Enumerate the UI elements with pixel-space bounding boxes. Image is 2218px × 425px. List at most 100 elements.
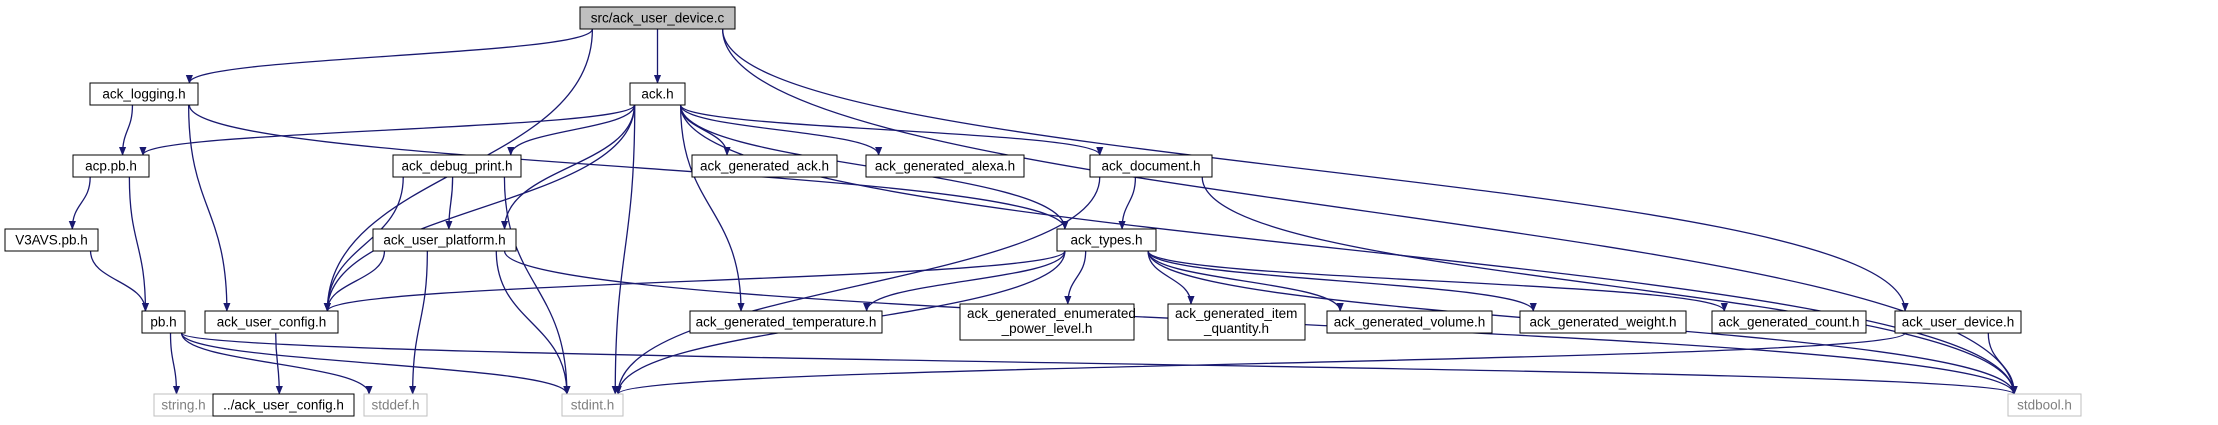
node-label-ack-types-h: ack_types.h [1070,233,1142,248]
node-ack-generated-temperature-h[interactable]: ack_generated_temperature.h [689,310,883,334]
edge-pb-h-to-string-h [169,332,181,395]
node-label-ack-h: ack.h [641,87,673,102]
edge-src-ack-user-device-c-to-ack-user-device-h [721,28,1909,312]
node-ack-h[interactable]: ack.h [629,82,686,106]
node-parent-ack-user-config-h[interactable]: ../ack_user_config.h [212,393,355,417]
node-label-ack-generated-count-h: ack_generated_count.h [1718,315,1859,330]
node-box-ack-logging-h [89,82,199,106]
node-box-ack-generated-count-h [1711,310,1867,334]
edge-ack-h-to-acp-pb-h [139,104,636,156]
node-label-pb-h: pb.h [150,315,176,330]
node-label-stdint-h: stdint.h [571,398,615,413]
edge-ack-h-to-ack-debug-print-h [507,104,636,156]
node-v3avs-pb-h[interactable]: V3AVS.pb.h [4,228,99,252]
edge-ack-debug-print-h-to-ack-user-config-h [323,176,404,312]
node-ack-types-h[interactable]: ack_types.h [1056,228,1157,252]
node-box-pb-h [141,310,186,334]
node-ack-user-config-h[interactable]: ack_user_config.h [204,310,339,334]
node-label-ack-generated-item-quantity-h: ack_generated_item_quantity.h [1175,306,1297,336]
node-label-string-h: string.h [161,398,205,413]
node-box-ack-generated-temperature-h [689,310,883,334]
node-label-ack-generated-temperature-h: ack_generated_temperature.h [696,315,877,330]
edge-ack-types-h-to-ack-generated-enumerated-power-level-h [1064,250,1087,305]
node-label-ack-generated-alexa-h: ack_generated_alexa.h [875,159,1015,174]
edge-ack-h-to-ack-user-config-h [323,104,636,312]
file-nodes: src/ack_user_device.c ack_logging.h ack.h a… [4,6,2082,417]
edge-acp-pb-h-to-v3avs-pb-h [68,176,91,230]
node-ack-generated-enumerated-power-level-h[interactable]: ack_generated_enumerated_power_level.h [959,303,1136,341]
edge-ack-types-h-to-ack-generated-item-quantity-h [1147,250,1195,305]
edge-ack-h-to-ack-user-platform-h [500,104,636,230]
node-label-ack-generated-enumerated-power-level-h: ack_generated_enumerated_power_level.h [967,306,1136,336]
node-label-ack-user-platform-h: ack_user_platform.h [383,233,505,248]
edge-ack-debug-print-h-to-stdint-h [503,176,571,395]
edge-ack-user-config-h-to-parent-ack-user-config-h [275,332,283,395]
node-box-stddef-h [363,393,428,417]
edge-ack-logging-h-to-ack-user-config-h [187,104,231,312]
edge-pb-h-to-stdbool-h [180,332,2017,395]
edge-ack-types-h-to-ack-generated-count-h [1147,250,1728,312]
node-ack-generated-item-quantity-h[interactable]: ack_generated_item_quantity.h [1167,303,1306,341]
node-label-stddef-h: stddef.h [371,398,419,413]
node-label-src-ack-user-device-c: src/ack_user_device.c [591,11,725,26]
node-ack-generated-count-h[interactable]: ack_generated_count.h [1711,310,1867,334]
node-label-ack-generated-volume-h: ack_generated_volume.h [1334,315,1486,330]
edge-ack-logging-h-to-acp-pb-h [118,104,134,156]
node-box-ack-generated-ack-h [691,154,838,178]
node-label-ack-generated-ack-h: ack_generated_ack.h [700,159,829,174]
edge-ack-user-platform-h-to-stddef-h [409,250,428,395]
edge-ack-types-h-to-ack-generated-volume-h [1147,250,1344,312]
node-stdbool-h: stdbool.h [2007,393,2082,417]
node-box-ack-user-platform-h [372,228,517,252]
edge-ack-h-to-ack-generated-alexa-h [679,104,883,156]
node-ack-generated-alexa-h[interactable]: ack_generated_alexa.h [865,154,1025,178]
edge-ack-h-to-ack-generated-temperature-h [679,104,745,312]
node-pb-h[interactable]: pb.h [141,310,186,334]
node-ack-user-device-h[interactable]: ack_user_device.h [1894,310,2022,334]
node-label-ack-debug-print-h: ack_debug_print.h [401,159,512,174]
edge-ack-types-h-to-ack-generated-temperature-h [863,250,1066,312]
edge-ack-debug-print-h-to-ack-user-platform-h [445,176,454,230]
node-acp-pb-h[interactable]: acp.pb.h [72,154,150,178]
node-box-ack-generated-alexa-h [865,154,1025,178]
node-ack-generated-volume-h[interactable]: ack_generated_volume.h [1326,310,1493,334]
node-label-ack-document-h: ack_document.h [1101,159,1200,174]
node-box-ack-h [629,82,686,106]
node-label-ack-user-device-h: ack_user_device.h [1902,315,2015,330]
edge-ack-user-platform-h-to-stdint-h [495,250,571,395]
node-ack-document-h[interactable]: ack_document.h [1089,154,1213,178]
node-stddef-h: stddef.h [363,393,428,417]
node-box-v3avs-pb-h [4,228,99,252]
node-label-parent-ack-user-config-h: ../ack_user_config.h [223,398,344,413]
edge-v3avs-pb-h-to-pb-h [89,250,150,312]
node-box-ack-generated-item-quantity-h [1167,303,1306,341]
edge-ack-document-h-to-stdint-h [614,176,1101,395]
edge-ack-h-to-stdint-h [611,104,636,395]
edge-ack-document-h-to-ack-types-h [1118,176,1137,230]
edge-ack-user-device-h-to-stdbool-h [1987,332,2018,395]
edge-ack-types-h-to-ack-user-config-h [323,250,1066,312]
edge-ack-types-h-to-ack-generated-weight-h [1147,250,1537,312]
dependency-edges [68,28,2018,395]
node-src-ack-user-device-c[interactable]: src/ack_user_device.c [579,6,736,30]
node-label-acp-pb-h: acp.pb.h [85,159,137,174]
node-ack-generated-weight-h[interactable]: ack_generated_weight.h [1519,310,1687,334]
node-ack-logging-h[interactable]: ack_logging.h [89,82,199,106]
node-label-v3avs-pb-h: V3AVS.pb.h [15,233,88,248]
node-box-acp-pb-h [72,154,150,178]
edge-src-ack-user-device-c-to-stdbool-h [721,28,2018,395]
node-box-ack-generated-weight-h [1519,310,1687,334]
edge-ack-user-device-h-to-stdint-h [614,332,1906,395]
node-ack-generated-ack-h[interactable]: ack_generated_ack.h [691,154,838,178]
node-ack-debug-print-h[interactable]: ack_debug_print.h [392,154,522,178]
node-box-ack-document-h [1089,154,1213,178]
edge-pb-h-to-stdint-h [180,332,571,395]
node-ack-user-platform-h[interactable]: ack_user_platform.h [372,228,517,252]
node-stdint-h: stdint.h [561,393,624,417]
node-string-h: string.h [153,393,214,417]
node-box-ack-types-h [1056,228,1157,252]
node-box-ack-generated-volume-h [1326,310,1493,334]
node-box-ack-generated-enumerated-power-level-h [959,303,1135,341]
edge-ack-document-h-to-stdbool-h [1201,176,2018,395]
